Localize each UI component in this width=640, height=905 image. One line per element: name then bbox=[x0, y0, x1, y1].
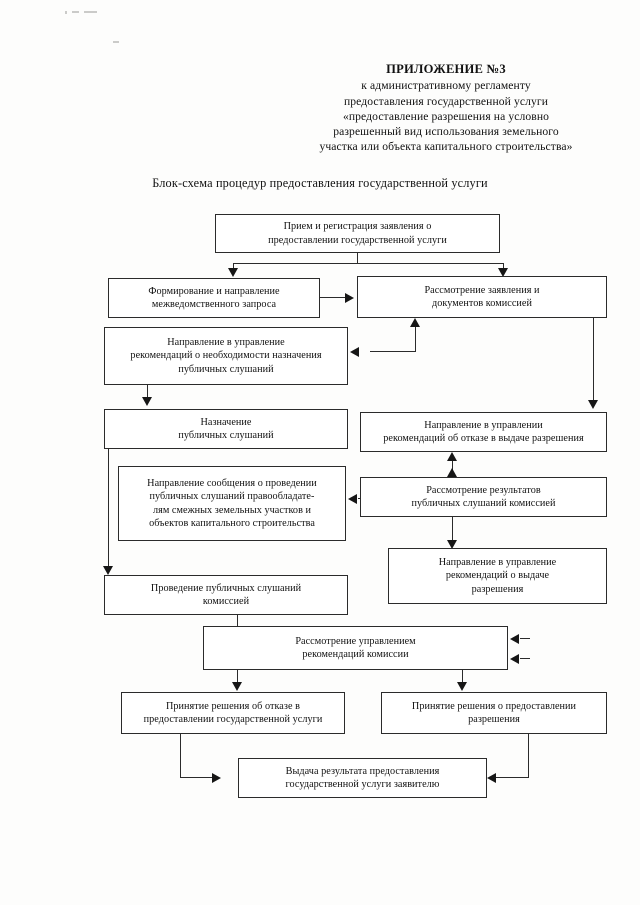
connector-n9-to-n11 bbox=[520, 658, 530, 660]
scan-artifact bbox=[72, 11, 79, 13]
connector-n1-stub bbox=[357, 253, 359, 264]
appendix-header-line-2: предоставления государственной услуги bbox=[343, 94, 549, 108]
appendix-header-line-4: разрешенный вид использования земельного bbox=[333, 125, 559, 139]
flowchart-subtitle: Блок-схема процедур предоставления госуд… bbox=[152, 176, 488, 190]
flow-node-recommend-hearings-label: Направление в управление рекомендаций о … bbox=[130, 336, 322, 375]
appendix-header-line-1: к административному регламенту bbox=[361, 79, 531, 93]
scan-artifact bbox=[113, 41, 119, 43]
arrow-into-n6-bottom bbox=[447, 452, 457, 461]
appendix-title: ПРИЛОЖЕНИЕ №3 bbox=[386, 62, 506, 76]
flow-node-hearing-results-label: Рассмотрение результатов публичных слуша… bbox=[411, 484, 556, 509]
flow-node-recommend-issue-label: Направление в управление рекомендаций о … bbox=[438, 556, 557, 595]
scan-artifact bbox=[65, 11, 67, 14]
flow-node-recommend-refusal: Направление в управлении рекомендаций об… bbox=[360, 412, 607, 452]
scan-artifact bbox=[84, 11, 97, 13]
flow-node-notify-owners: Направление сообщения о проведении публи… bbox=[118, 466, 346, 541]
flow-node-recommend-refusal-label: Направление в управлении рекомендаций об… bbox=[383, 419, 584, 444]
arrow-n1-to-n3 bbox=[498, 268, 508, 277]
flow-node-hearing-results: Рассмотрение результатов публичных слуша… bbox=[360, 477, 607, 517]
connector-n1-to-n3 bbox=[503, 263, 505, 271]
flow-node-intake: Прием и регистрация заявления о предоста… bbox=[215, 214, 500, 253]
connector-n12-down bbox=[180, 734, 182, 778]
appendix-header: ПРИЛОЖЕНИЕ №3 к административному реглам… bbox=[260, 62, 632, 155]
flow-node-commission-review: Рассмотрение заявления и документов коми… bbox=[357, 276, 607, 318]
flow-node-commission-review-label: Рассмотрение заявления и документов коми… bbox=[424, 284, 540, 309]
arrow-into-n7 bbox=[348, 494, 357, 504]
arrow-n2-to-n3 bbox=[345, 293, 354, 303]
connector-n13-to-n14 bbox=[496, 777, 529, 779]
arrow-n3-to-n4 bbox=[350, 347, 359, 357]
connector-right-bus bbox=[593, 318, 595, 403]
arrow-into-n8-top bbox=[447, 468, 457, 477]
arrow-n1-to-n2 bbox=[228, 268, 238, 277]
flow-node-conduct-hearings: Проведение публичных слушаний комиссией bbox=[104, 575, 348, 615]
arrow-n8-to-n9 bbox=[447, 540, 457, 549]
flow-node-deliver-result: Выдача результата предоставления государ… bbox=[238, 758, 487, 798]
connector-n1-to-n2 bbox=[233, 263, 235, 271]
arrow-into-n3-bottom bbox=[410, 318, 420, 327]
connector-n10-to-n11 bbox=[237, 615, 239, 629]
flow-node-decision-refusal: Принятие решения об отказе в предоставле… bbox=[121, 692, 345, 734]
flow-node-decision-refusal-label: Принятие решения об отказе в предоставле… bbox=[143, 700, 323, 725]
arrow-n12-to-n14 bbox=[212, 773, 221, 783]
arrow-n11-to-n13 bbox=[457, 682, 467, 691]
connector-n3-feedback-bus bbox=[370, 351, 416, 353]
flow-node-notify-owners-label: Направление сообщения о проведении публи… bbox=[147, 477, 317, 529]
connector-left-bus bbox=[108, 449, 110, 569]
connector-n1-bus bbox=[233, 263, 503, 265]
connector-n8-to-n9 bbox=[452, 517, 454, 545]
connector-into-n3-bottom bbox=[415, 327, 417, 352]
arrow-n13-to-n14 bbox=[487, 773, 496, 783]
connector-n11-to-n13 bbox=[462, 670, 464, 684]
arrow-n9-to-n11 bbox=[510, 654, 519, 664]
flow-node-department-review-label: Рассмотрение управлением рекомендаций ко… bbox=[295, 635, 416, 660]
appendix-header-line-5: участка или объекта капитального строите… bbox=[319, 140, 573, 154]
flow-node-decision-approval: Принятие решения о предоставлении разреш… bbox=[381, 692, 607, 734]
arrow-into-n10 bbox=[103, 566, 113, 575]
flow-node-recommend-issue: Направление в управление рекомендаций о … bbox=[388, 548, 607, 604]
connector-n11-to-n12 bbox=[237, 670, 239, 684]
arrow-into-n6 bbox=[588, 400, 598, 409]
flow-node-intake-label: Прием и регистрация заявления о предоста… bbox=[268, 221, 447, 246]
flow-node-recommend-hearings: Направление в управление рекомендаций о … bbox=[104, 327, 348, 385]
flow-node-interagency-request-label: Формирование и направление межведомствен… bbox=[148, 285, 280, 310]
flow-node-interagency-request: Формирование и направление межведомствен… bbox=[108, 278, 320, 318]
connector-n12-to-n14 bbox=[180, 777, 214, 779]
connector-n13-down bbox=[528, 734, 530, 778]
flow-node-department-review: Рассмотрение управлением рекомендаций ко… bbox=[203, 626, 508, 670]
connector-n6-to-n11 bbox=[520, 638, 530, 640]
arrow-n6-to-n11 bbox=[510, 634, 519, 644]
connector-n2-to-n3 bbox=[320, 297, 347, 299]
arrow-n4-to-n5 bbox=[142, 397, 152, 406]
flow-node-conduct-hearings-label: Проведение публичных слушаний комиссией bbox=[150, 582, 302, 607]
arrow-n11-to-n12 bbox=[232, 682, 242, 691]
appendix-header-line-3: «предоставление разрешения на условно bbox=[342, 109, 550, 123]
flow-node-deliver-result-label: Выдача результата предоставления государ… bbox=[285, 765, 440, 790]
flow-node-appoint-hearings-label: Назначение публичных слушаний bbox=[178, 416, 274, 441]
flow-node-decision-approval-label: Принятие решения о предоставлении разреш… bbox=[411, 700, 577, 725]
flow-node-appoint-hearings: Назначение публичных слушаний bbox=[104, 409, 348, 449]
connector-n4-to-n5 bbox=[147, 385, 149, 399]
